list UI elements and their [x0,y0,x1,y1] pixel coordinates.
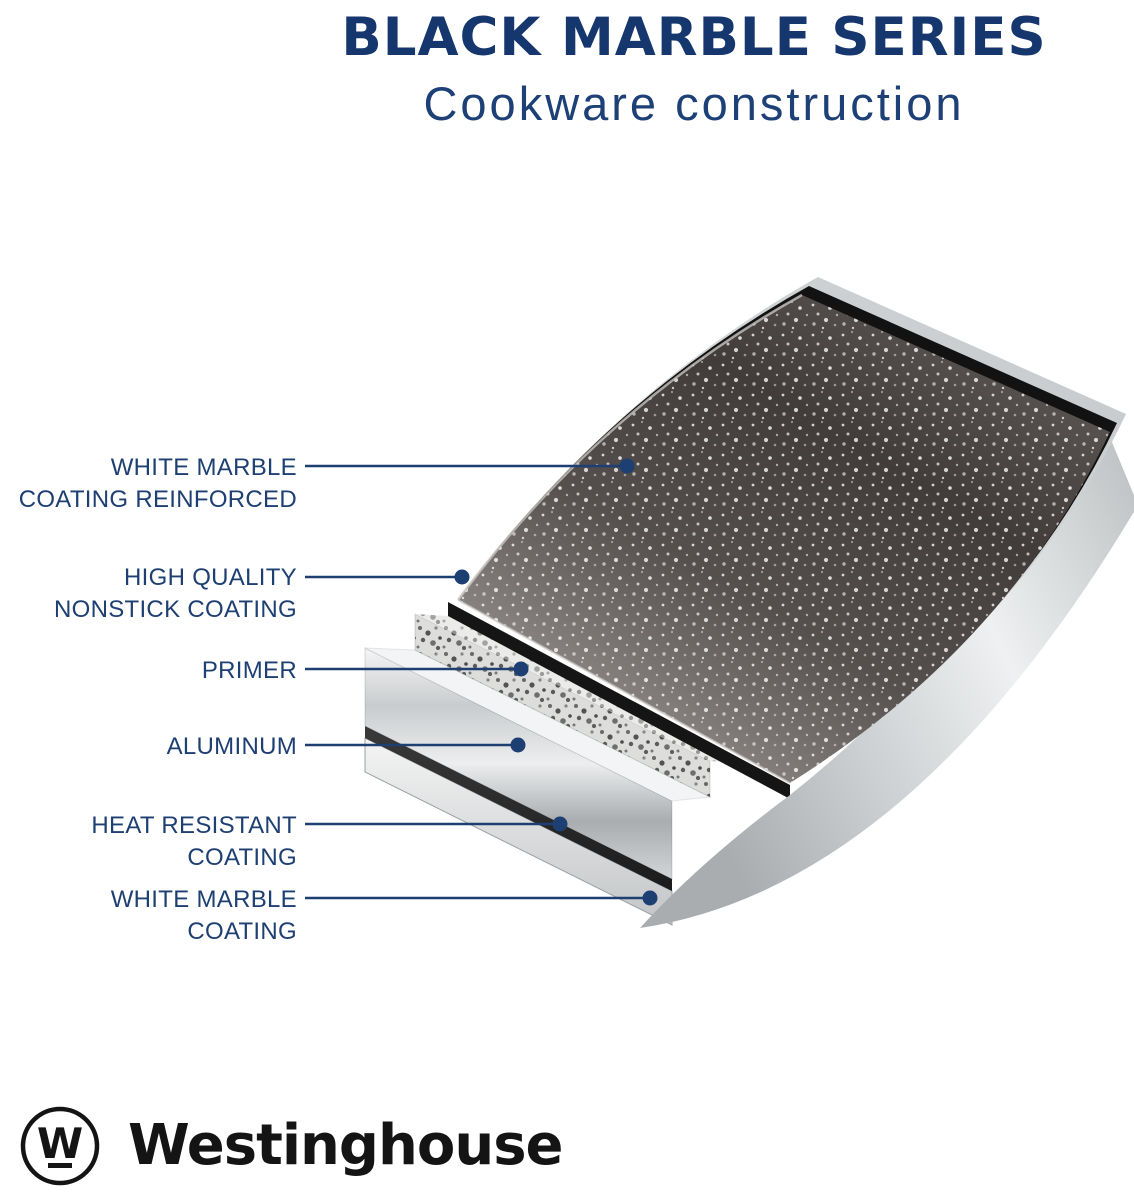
layer-nonstick-edge [448,602,790,799]
callout-label-heat-resistant: HEAT RESISTANT COATING [91,812,297,871]
page-title: BLACK MARBLE SERIES [341,7,1047,68]
brand-monogram-underline [48,1163,72,1168]
callout-dot-white-marble-reinforced [619,458,635,474]
callout-dot-nonstick [454,569,470,585]
layer-top-surface-speckles [458,295,1110,783]
page-header: BLACK MARBLE SERIES Cookware constructio… [270,8,1118,132]
callout-label-primer: PRIMER [201,657,297,684]
brand-monogram: W [37,1119,83,1168]
callout-dot-heat-resistant [552,816,568,832]
callout-label-white-marble: WHITE MARBLE COATING [110,886,297,945]
layer-heat-resistant-face [365,726,672,891]
slab-left-edge-highlight [456,293,803,601]
callout-dot-aluminum [510,737,526,753]
westinghouse-logo-icon: W [20,1106,100,1186]
callout-label-nonstick: HIGH QUALITY NONSTICK COATING [53,564,297,623]
slab-front-edge-highlight [457,599,791,784]
callout-dot-white-marble [642,890,658,906]
callout-label-aluminum: ALUMINUM [166,733,297,760]
layer-primer-face-speckles [415,614,710,797]
callout-dot-primer [513,661,529,677]
brand-wordmark: Westinghouse [128,1113,564,1178]
brand-footer: W Westinghouse [16,1100,564,1192]
callout-label-white-marble-reinforced: WHITE MARBLE COATING REINFORCED [18,454,297,513]
page-subtitle: Cookware construction [423,77,965,130]
